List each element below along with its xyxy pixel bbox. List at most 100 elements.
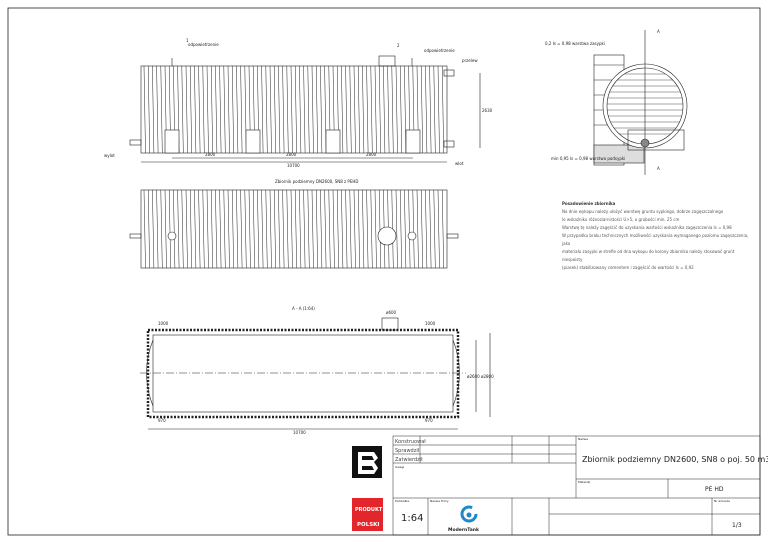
- rib-line: [168, 189, 171, 269]
- rib-line: [366, 65, 369, 154]
- row-designed: Konstruował: [395, 439, 426, 445]
- rib-line: [425, 65, 428, 154]
- rib-line: [198, 65, 201, 154]
- rib-line: [320, 189, 323, 269]
- rib-line: [215, 65, 218, 154]
- company-name: ModernTank: [448, 527, 480, 533]
- rib-line: [332, 189, 335, 269]
- rib-line: [294, 65, 297, 154]
- rib-line: [362, 65, 365, 154]
- rib-line: [345, 189, 348, 269]
- scale: 1:64: [401, 513, 423, 524]
- rib-line: [299, 65, 302, 154]
- rib-line: [286, 189, 289, 269]
- rib-line: [223, 65, 226, 154]
- support: [245, 129, 261, 154]
- rib-line: [223, 189, 226, 269]
- rib-line: [252, 189, 255, 269]
- support: [164, 129, 180, 154]
- section-view: [140, 317, 491, 430]
- rib-line: [378, 65, 381, 154]
- rib-line: [173, 189, 176, 269]
- rib-line: [303, 189, 306, 269]
- rib-line: [273, 189, 276, 269]
- notes-line: Warstwę tę należy zagęścić do uzyskania …: [562, 225, 732, 230]
- rib-line: [231, 65, 234, 154]
- rib-line: [278, 65, 281, 154]
- support: [405, 129, 421, 154]
- rib-line: [437, 189, 440, 269]
- rib-line: [370, 189, 373, 269]
- rib-line: [189, 189, 192, 269]
- rib-line: [345, 65, 348, 154]
- rib-line: [261, 189, 264, 269]
- rib-line: [185, 189, 188, 269]
- rib-line: [248, 189, 251, 269]
- rib-line: [240, 65, 243, 154]
- rib-line: [336, 189, 339, 269]
- rib-line: [370, 65, 373, 154]
- drawing-title: Zbiornik podziemny DN2600, SN8 o poj. 50…: [582, 455, 768, 464]
- rib-line: [395, 189, 398, 269]
- dim-spacing-1: 2800: [205, 152, 216, 157]
- rib-line: [391, 65, 394, 154]
- rib-line: [420, 65, 423, 154]
- rib-line: [328, 189, 331, 269]
- rib-line: [236, 65, 239, 154]
- rib-line: [210, 189, 213, 269]
- section-mark-bottom: A: [657, 166, 660, 171]
- rib-line: [185, 65, 188, 154]
- rib-line: [366, 189, 369, 269]
- rib-line: [206, 189, 209, 269]
- rib-line: [227, 189, 230, 269]
- rib-line: [177, 189, 180, 269]
- company-label: Nazwa firmy: [430, 499, 449, 503]
- backfill-callout: 0,2 Is = 0,98 warstwa zasypki: [545, 41, 605, 46]
- rib-line: [294, 189, 297, 269]
- rib-line: [357, 189, 360, 269]
- rib-line: [387, 65, 390, 154]
- title-block: [392, 435, 761, 536]
- dim: 10700: [293, 430, 306, 435]
- callout-text: wlot: [455, 161, 464, 166]
- notes-line: materiału zasypki w strefie od dna wykop…: [562, 249, 735, 262]
- rib-line: [374, 189, 377, 269]
- side-view: [129, 55, 481, 163]
- rib-line: [181, 65, 184, 154]
- moderntank-logo-icon: [460, 505, 478, 523]
- rib-line: [404, 65, 407, 154]
- rib-line: [147, 189, 150, 269]
- dim: 970: [158, 418, 166, 423]
- rib-line: [341, 65, 344, 154]
- rib-line: [353, 65, 356, 154]
- rib-line: [202, 189, 205, 269]
- company-emblem-icon: [352, 446, 382, 478]
- rib-line: [441, 189, 444, 269]
- rib-line: [227, 65, 230, 154]
- rib-line: [290, 65, 293, 154]
- installation-notes: Posadowienie zbiornika Na dnie wykopu na…: [562, 200, 752, 272]
- callout-2: 2: [397, 43, 400, 48]
- callout-text: wylot: [104, 153, 115, 158]
- section-title: A - A (1:64): [292, 306, 315, 311]
- rib-line: [143, 65, 146, 154]
- scale-label: Podziałka: [395, 499, 409, 503]
- plan-view: [129, 189, 459, 269]
- rib-line: [206, 65, 209, 154]
- rib-line: [378, 189, 381, 269]
- rib-line: [240, 189, 243, 269]
- badge-line-1: PRODUKT: [355, 507, 383, 513]
- rib-line: [437, 65, 440, 154]
- rib-line: [341, 189, 344, 269]
- rib-line: [152, 65, 155, 154]
- dim: 970: [425, 418, 433, 423]
- dim: 1000: [425, 321, 436, 326]
- manhole: [378, 55, 396, 67]
- callout-text: przelew: [462, 58, 478, 63]
- rib-line: [399, 65, 402, 154]
- rib-line: [408, 189, 411, 269]
- rib-line: [425, 189, 428, 269]
- rib-line: [412, 189, 415, 269]
- rib-line: [311, 189, 314, 269]
- row-approved: Zatwierdził: [395, 457, 423, 463]
